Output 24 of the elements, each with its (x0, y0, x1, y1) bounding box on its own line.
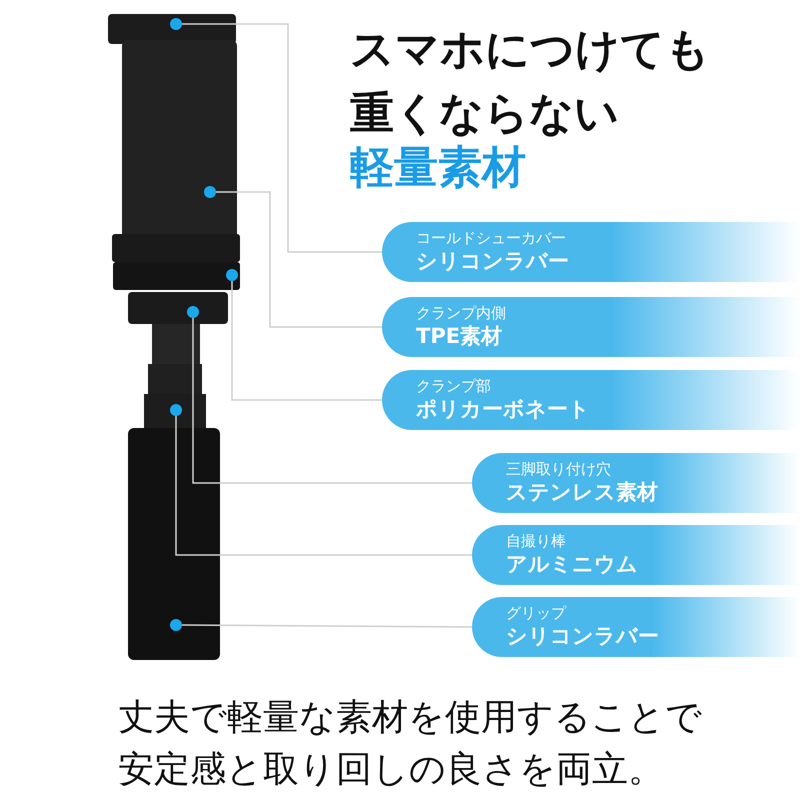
material-name: TPE素材 (416, 323, 504, 349)
callout-box (472, 453, 800, 513)
caption: 丈夫で軽量な素材を使用することで安定感と取り回しの良さを両立。 (118, 696, 703, 792)
material-name: ステンレス素材 (506, 479, 659, 505)
material-name: アルミニウム (506, 551, 639, 577)
leader-line (175, 416, 472, 556)
callout-box (472, 597, 800, 657)
part-name: グリップ (506, 603, 568, 623)
subheading: 軽量素材 (350, 141, 526, 195)
leader-line (216, 191, 382, 328)
part-name: コールドシューカバー (416, 228, 567, 248)
part-name: 自撮り棒 (506, 531, 567, 551)
material-name: シリコンラバー (506, 623, 660, 649)
material-name: シリコンラバー (416, 248, 570, 274)
callout-box (472, 525, 800, 585)
part-name: クランプ内側 (416, 303, 507, 323)
leader-line (231, 281, 382, 401)
part-name: クランプ部 (416, 376, 492, 396)
heading: スマホにつけても重くならない (350, 23, 711, 141)
part-name: 三脚取り付け穴 (506, 459, 612, 479)
leader-line (192, 318, 472, 484)
leader-line (182, 624, 472, 628)
leader-line (182, 23, 382, 253)
material-name: ポリカーボネート (416, 396, 591, 422)
